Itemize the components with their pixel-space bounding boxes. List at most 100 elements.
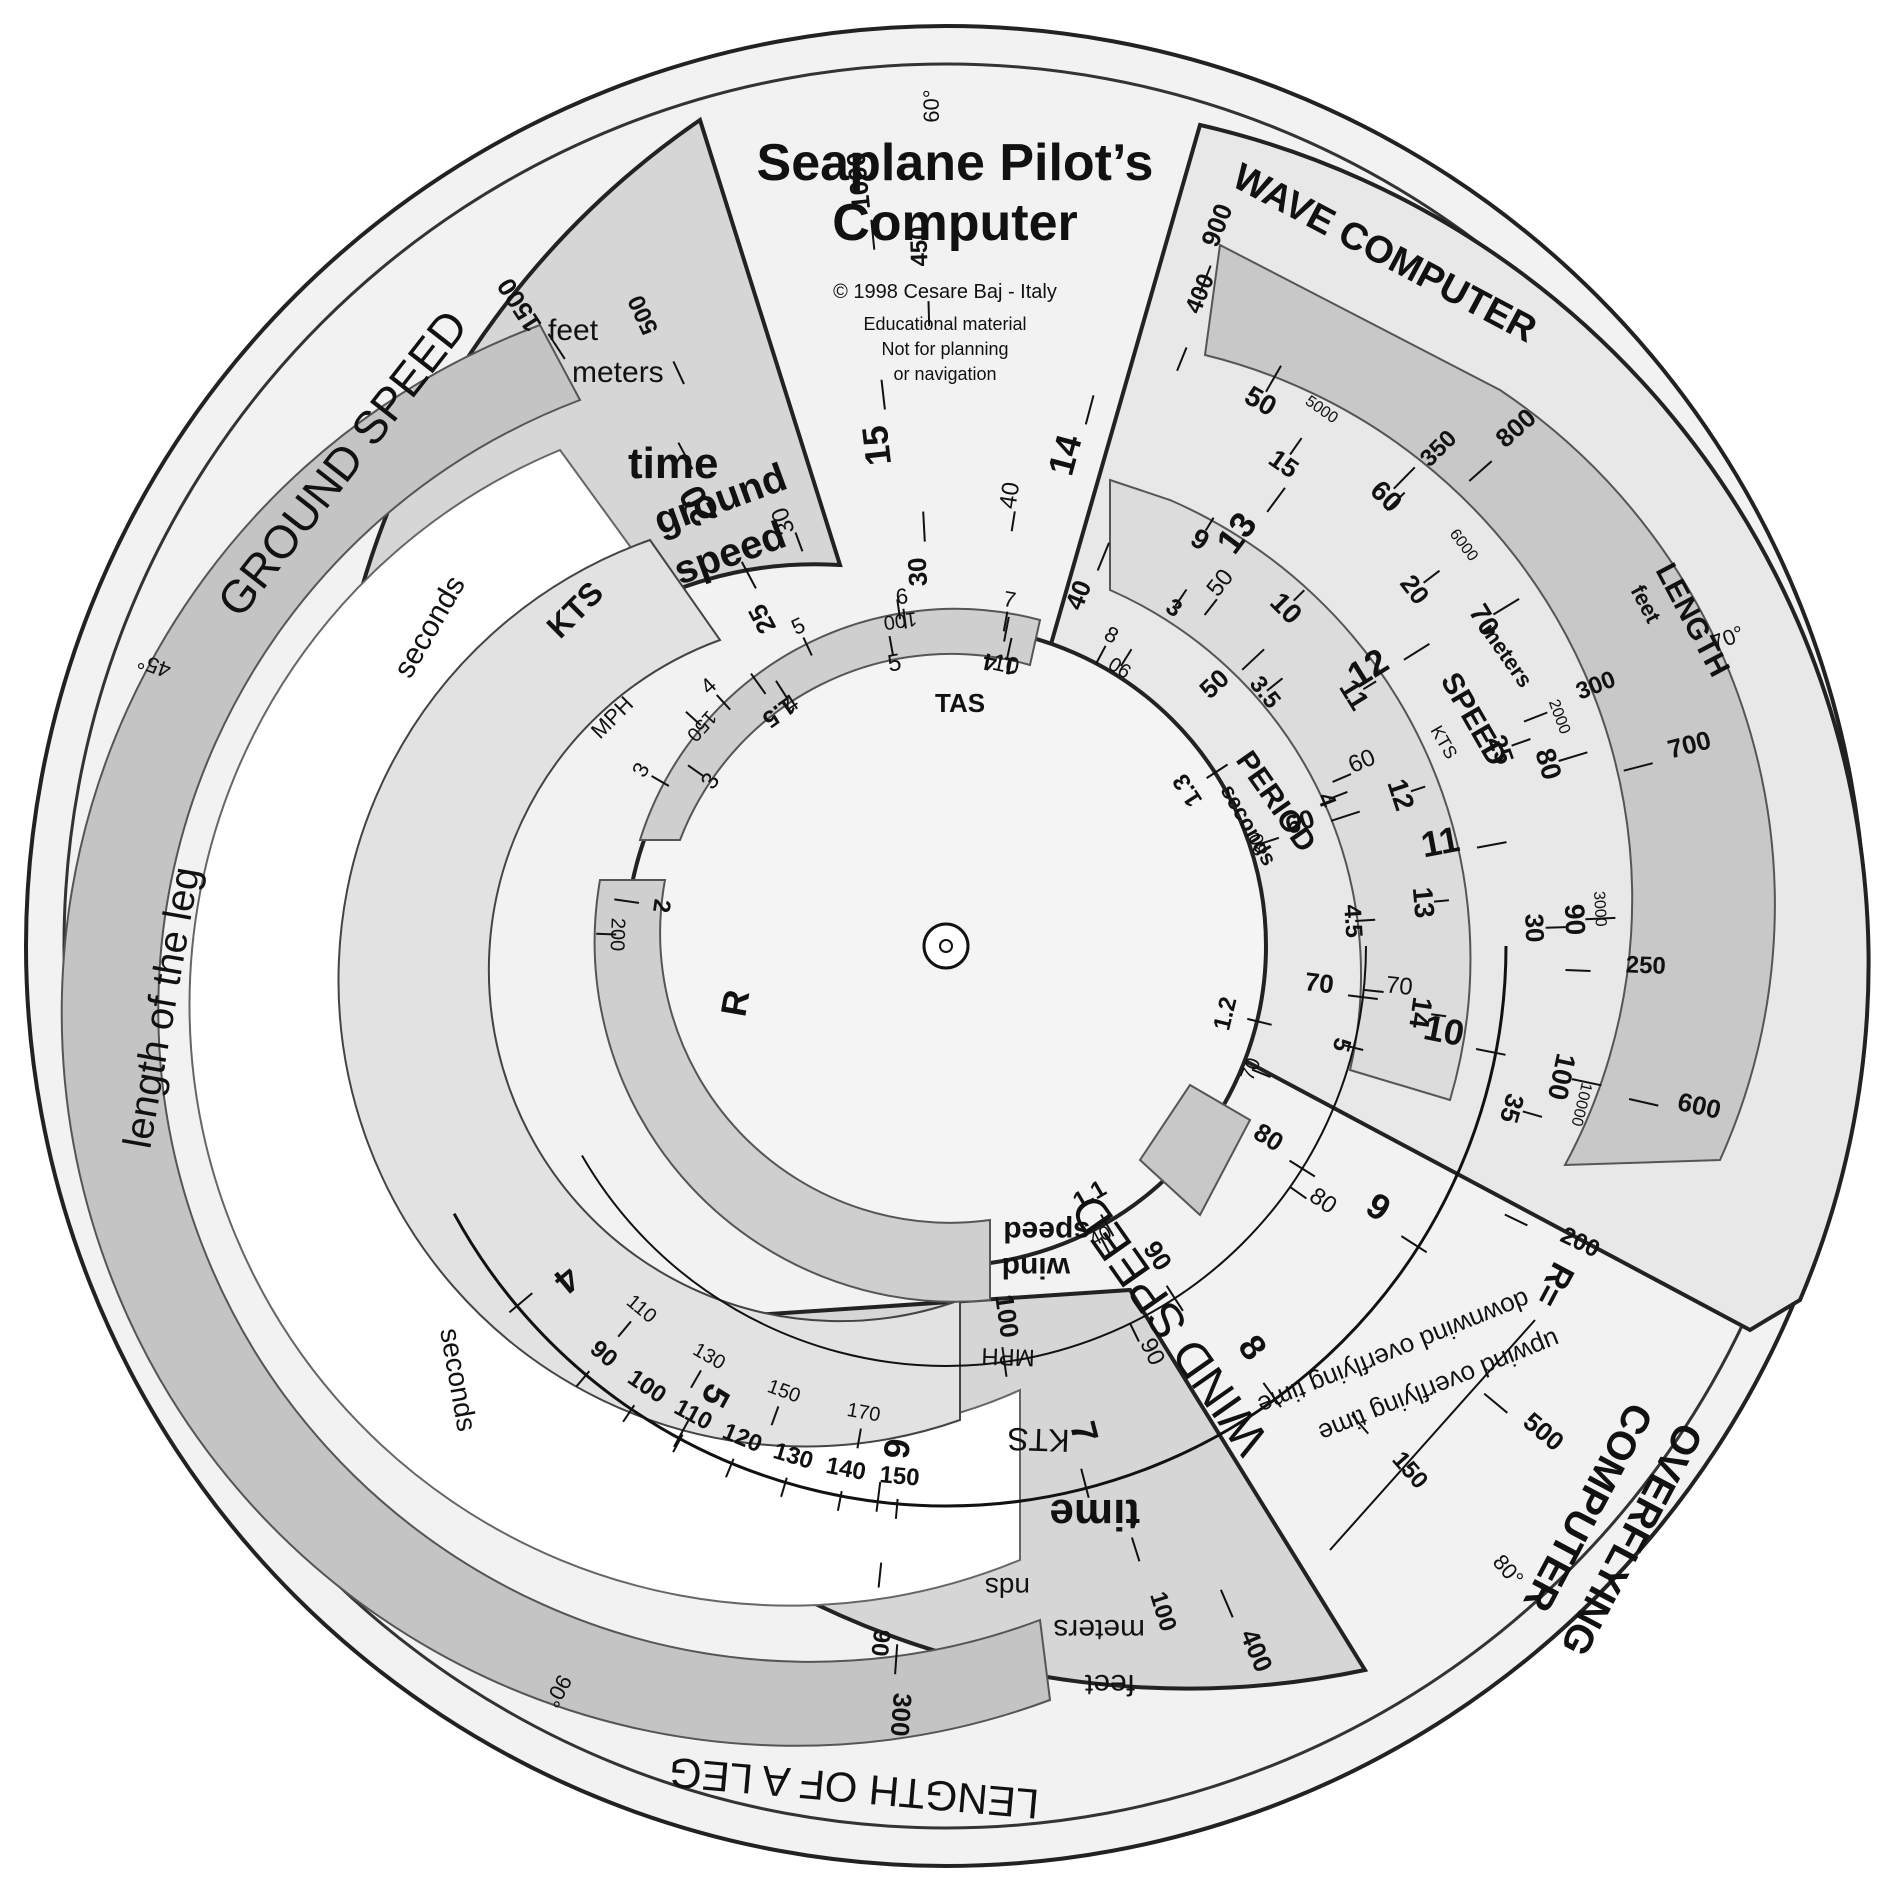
time-top-label: time — [628, 439, 718, 488]
r-value-number-tick — [1206, 763, 1229, 779]
note-2: Not for planning — [881, 339, 1008, 359]
wave-period-number-tick — [1328, 790, 1348, 801]
wave-speed-number-tick — [1204, 517, 1215, 532]
tas-inner-number-tick — [775, 680, 788, 699]
outer-feet-number-tick — [1483, 1392, 1508, 1414]
small-wind-tab — [1138, 1083, 1252, 1217]
outer-meters-number: 90 — [865, 1628, 895, 1657]
time-scale-number-tick — [677, 442, 694, 470]
wave-period-number-tick — [1174, 588, 1188, 607]
gs-mph-number-tick — [1363, 988, 1384, 993]
wave-period-number: 4.5 — [1338, 904, 1367, 939]
outer-meters-number-tick — [1504, 1213, 1528, 1227]
feet-top-label: feet — [548, 314, 599, 347]
time-baseline — [384, 384, 1508, 1508]
time-scale-number-tick — [1403, 643, 1430, 661]
bottom-kts-number-tick — [725, 1458, 735, 1478]
time-scale-number-tick — [1266, 487, 1286, 513]
time-scale-number: 10 — [1421, 1006, 1468, 1054]
outer-meters-number-tick — [1130, 1537, 1141, 1562]
r-value-number: 1.4 — [980, 647, 1018, 680]
scale-ticks — [508, 219, 1659, 1675]
outer-meters-number-tick — [1351, 1414, 1369, 1435]
tas-inner-number-tick — [1006, 637, 1013, 658]
time-scale-number-tick — [1080, 1468, 1090, 1499]
outer-meters-number-tick — [1386, 491, 1406, 511]
title-line2: Computer — [832, 194, 1078, 252]
gs-mph-number: 70 — [1385, 971, 1414, 1001]
wave-length-band — [1203, 243, 1776, 1167]
kts-bottom-label: KTS — [1007, 1421, 1070, 1459]
wave-ft-number: 90 — [1559, 903, 1591, 935]
outer-meters-number-tick — [1176, 347, 1188, 372]
gs-kts-number: 70 — [1303, 966, 1335, 999]
outer-scale-band — [60, 323, 1052, 1747]
gs-kts-number: 30 — [902, 557, 933, 587]
center-pin-dot — [939, 939, 953, 953]
tas-inner-number-tick — [888, 635, 895, 656]
gs-kts-number-tick — [1165, 1285, 1184, 1312]
gs-mph-number-tick — [1203, 598, 1218, 616]
outer-feet-number-tick — [1623, 762, 1653, 772]
wave-speed-band — [1109, 478, 1472, 1102]
outer-feet-number-tick — [870, 219, 876, 250]
bottom-kts-number-tick — [672, 1434, 684, 1453]
time-scale-number: 11 — [1418, 818, 1463, 865]
time-scale-number-tick — [508, 1292, 533, 1314]
tas-outer-number-tick — [651, 775, 670, 787]
bottom-kts-number-tick — [836, 1490, 843, 1511]
gs-kts-number-tick — [1347, 994, 1378, 1000]
wave-speed-number: 13 — [1407, 886, 1441, 920]
fraction-bar — [1329, 1319, 1536, 1551]
gs-kts-number: 100 — [989, 1293, 1025, 1340]
wave-speed-number-tick — [1362, 680, 1377, 691]
wind-value-number-tick — [596, 932, 617, 936]
gs-mph-number: 40 — [994, 480, 1025, 511]
tas-outer-number-tick — [802, 636, 813, 656]
wind-value-number: 100 — [882, 607, 918, 633]
wave-ft-number-tick — [1558, 751, 1588, 762]
wind-value-number-tick — [1120, 648, 1133, 667]
bottom-mph-number-tick — [690, 1369, 702, 1389]
r-value-number-tick — [750, 673, 767, 695]
gs-kts-number-tick — [922, 511, 926, 542]
time-scale-number-tick — [1084, 395, 1095, 425]
note-1: Educational material — [863, 314, 1026, 334]
r-value-number-tick — [1003, 616, 1010, 642]
wave-ft-number-tick — [1585, 916, 1616, 921]
bottom-kts-number-tick — [894, 1498, 899, 1519]
copyright: © 1998 Cesare Baj - Italy — [833, 281, 1057, 303]
wind-value-number-tick — [685, 711, 702, 726]
gs-mph-number-tick — [794, 532, 804, 552]
bottom-kts-number-tick — [780, 1477, 788, 1498]
wind-value-number: 200 — [606, 917, 629, 951]
wind-value-number-tick — [1251, 1068, 1271, 1079]
bottom-mph-number-tick — [856, 1428, 862, 1449]
tas-outer-number: 6 — [894, 583, 909, 609]
title-line1: Seaplane Pilot’s — [757, 134, 1154, 192]
bottom-kts-number: 150 — [878, 1461, 920, 1491]
speed-small-label: speed — [1003, 1215, 1090, 1248]
outer-feet-number: 1000 — [840, 151, 876, 212]
wave-m-number-tick — [1522, 1110, 1543, 1118]
wave-period-number-tick — [1343, 1044, 1364, 1051]
note-3: or navigation — [893, 364, 996, 384]
gs-baseline — [525, 525, 1367, 1367]
gs-kts-number-tick — [1330, 810, 1361, 822]
wind-label: wind — [1002, 1251, 1071, 1284]
time-scale-number-tick — [1400, 1235, 1428, 1254]
time-scale-number: 6 — [875, 1436, 918, 1461]
time-scale-number-tick — [880, 379, 886, 410]
outer-meters-number-tick — [1523, 711, 1548, 723]
outer-feet-number-tick — [1468, 460, 1493, 482]
bottom-kts-number-tick — [575, 1370, 591, 1388]
wave-period-number-tick — [1355, 918, 1376, 922]
wind-value-number-tick — [1100, 1236, 1112, 1256]
time-scale-number-tick — [1262, 1382, 1282, 1408]
wave-period-number: 5 — [1327, 1035, 1356, 1054]
tas-outer-number-tick — [902, 608, 907, 629]
wave-period-number-tick — [1266, 677, 1284, 692]
time-scale-number-tick — [875, 1481, 882, 1512]
wave-ft-number-tick — [1571, 1078, 1602, 1087]
tas-inner-number: 5 — [885, 649, 903, 678]
